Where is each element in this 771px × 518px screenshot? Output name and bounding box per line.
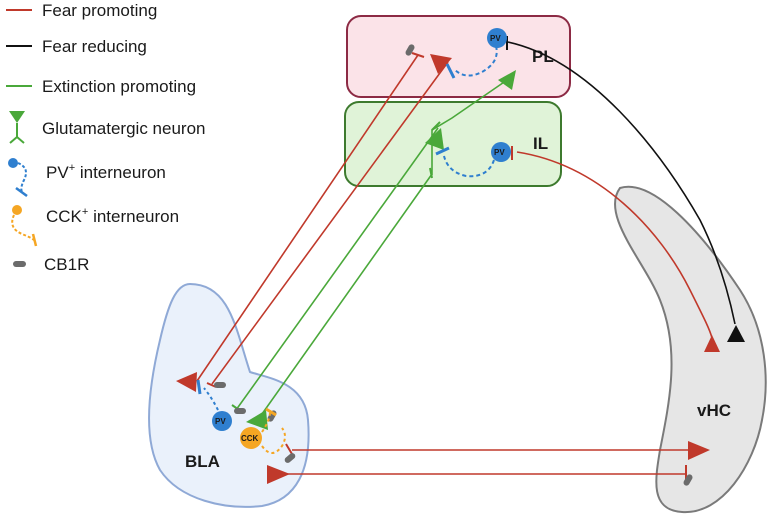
il-pv-interneuron: PV bbox=[435, 142, 513, 178]
pl-pv-label: PV bbox=[490, 34, 501, 43]
fear-promoting-label: Fear promoting bbox=[42, 1, 157, 20]
legend: Fear promoting Fear reducing Extinction … bbox=[6, 1, 205, 274]
fear-reducing-label: Fear reducing bbox=[42, 37, 147, 56]
cb1r-pl bbox=[405, 44, 415, 56]
cb1r-label: CB1R bbox=[44, 255, 89, 274]
glutamatergic-neuron-label: Glutamatergic neuron bbox=[42, 119, 205, 138]
bla-cck-label: CCK bbox=[241, 434, 259, 443]
il-region bbox=[344, 101, 562, 187]
pv-interneuron-label: PV+ interneuron bbox=[46, 162, 166, 182]
bla-region bbox=[148, 282, 310, 508]
bla-pv-interneuron: PV bbox=[196, 379, 232, 431]
cb1r-bla-green bbox=[234, 408, 246, 414]
il-to-vhc-projection bbox=[516, 151, 713, 339]
bla-vhc-projection bbox=[267, 441, 710, 484]
vhc-region bbox=[613, 185, 767, 514]
vhc-black-terminal bbox=[727, 325, 745, 342]
extinction-promoting-label: Extinction promoting bbox=[42, 77, 196, 96]
cb1r-icon bbox=[13, 261, 26, 267]
glutamatergic-neuron-icon bbox=[9, 111, 25, 144]
bla-cck-interneuron: CCK bbox=[240, 407, 286, 454]
cb1r-vhc bbox=[683, 474, 693, 486]
bla-to-pl-projection bbox=[176, 52, 452, 392]
vhc-label: vHC bbox=[697, 401, 731, 420]
pl-to-vhc-projection bbox=[507, 41, 736, 325]
pl-pv-interneuron: PV bbox=[445, 28, 507, 79]
il-label: IL bbox=[533, 134, 548, 153]
cck-interneuron-icon bbox=[11, 205, 38, 247]
cck-interneuron-label: CCK+ interneuron bbox=[46, 206, 179, 226]
vhc-red-terminal bbox=[704, 335, 720, 352]
bla-il-projection bbox=[231, 70, 516, 430]
bla-label: BLA bbox=[185, 452, 220, 471]
il-pv-label: PV bbox=[494, 148, 505, 157]
bla-pv-label: PV bbox=[215, 417, 226, 426]
cb1r-bla-red bbox=[214, 382, 226, 388]
pv-interneuron-icon bbox=[8, 158, 28, 198]
cb1r-bla-horizontal bbox=[284, 453, 296, 463]
